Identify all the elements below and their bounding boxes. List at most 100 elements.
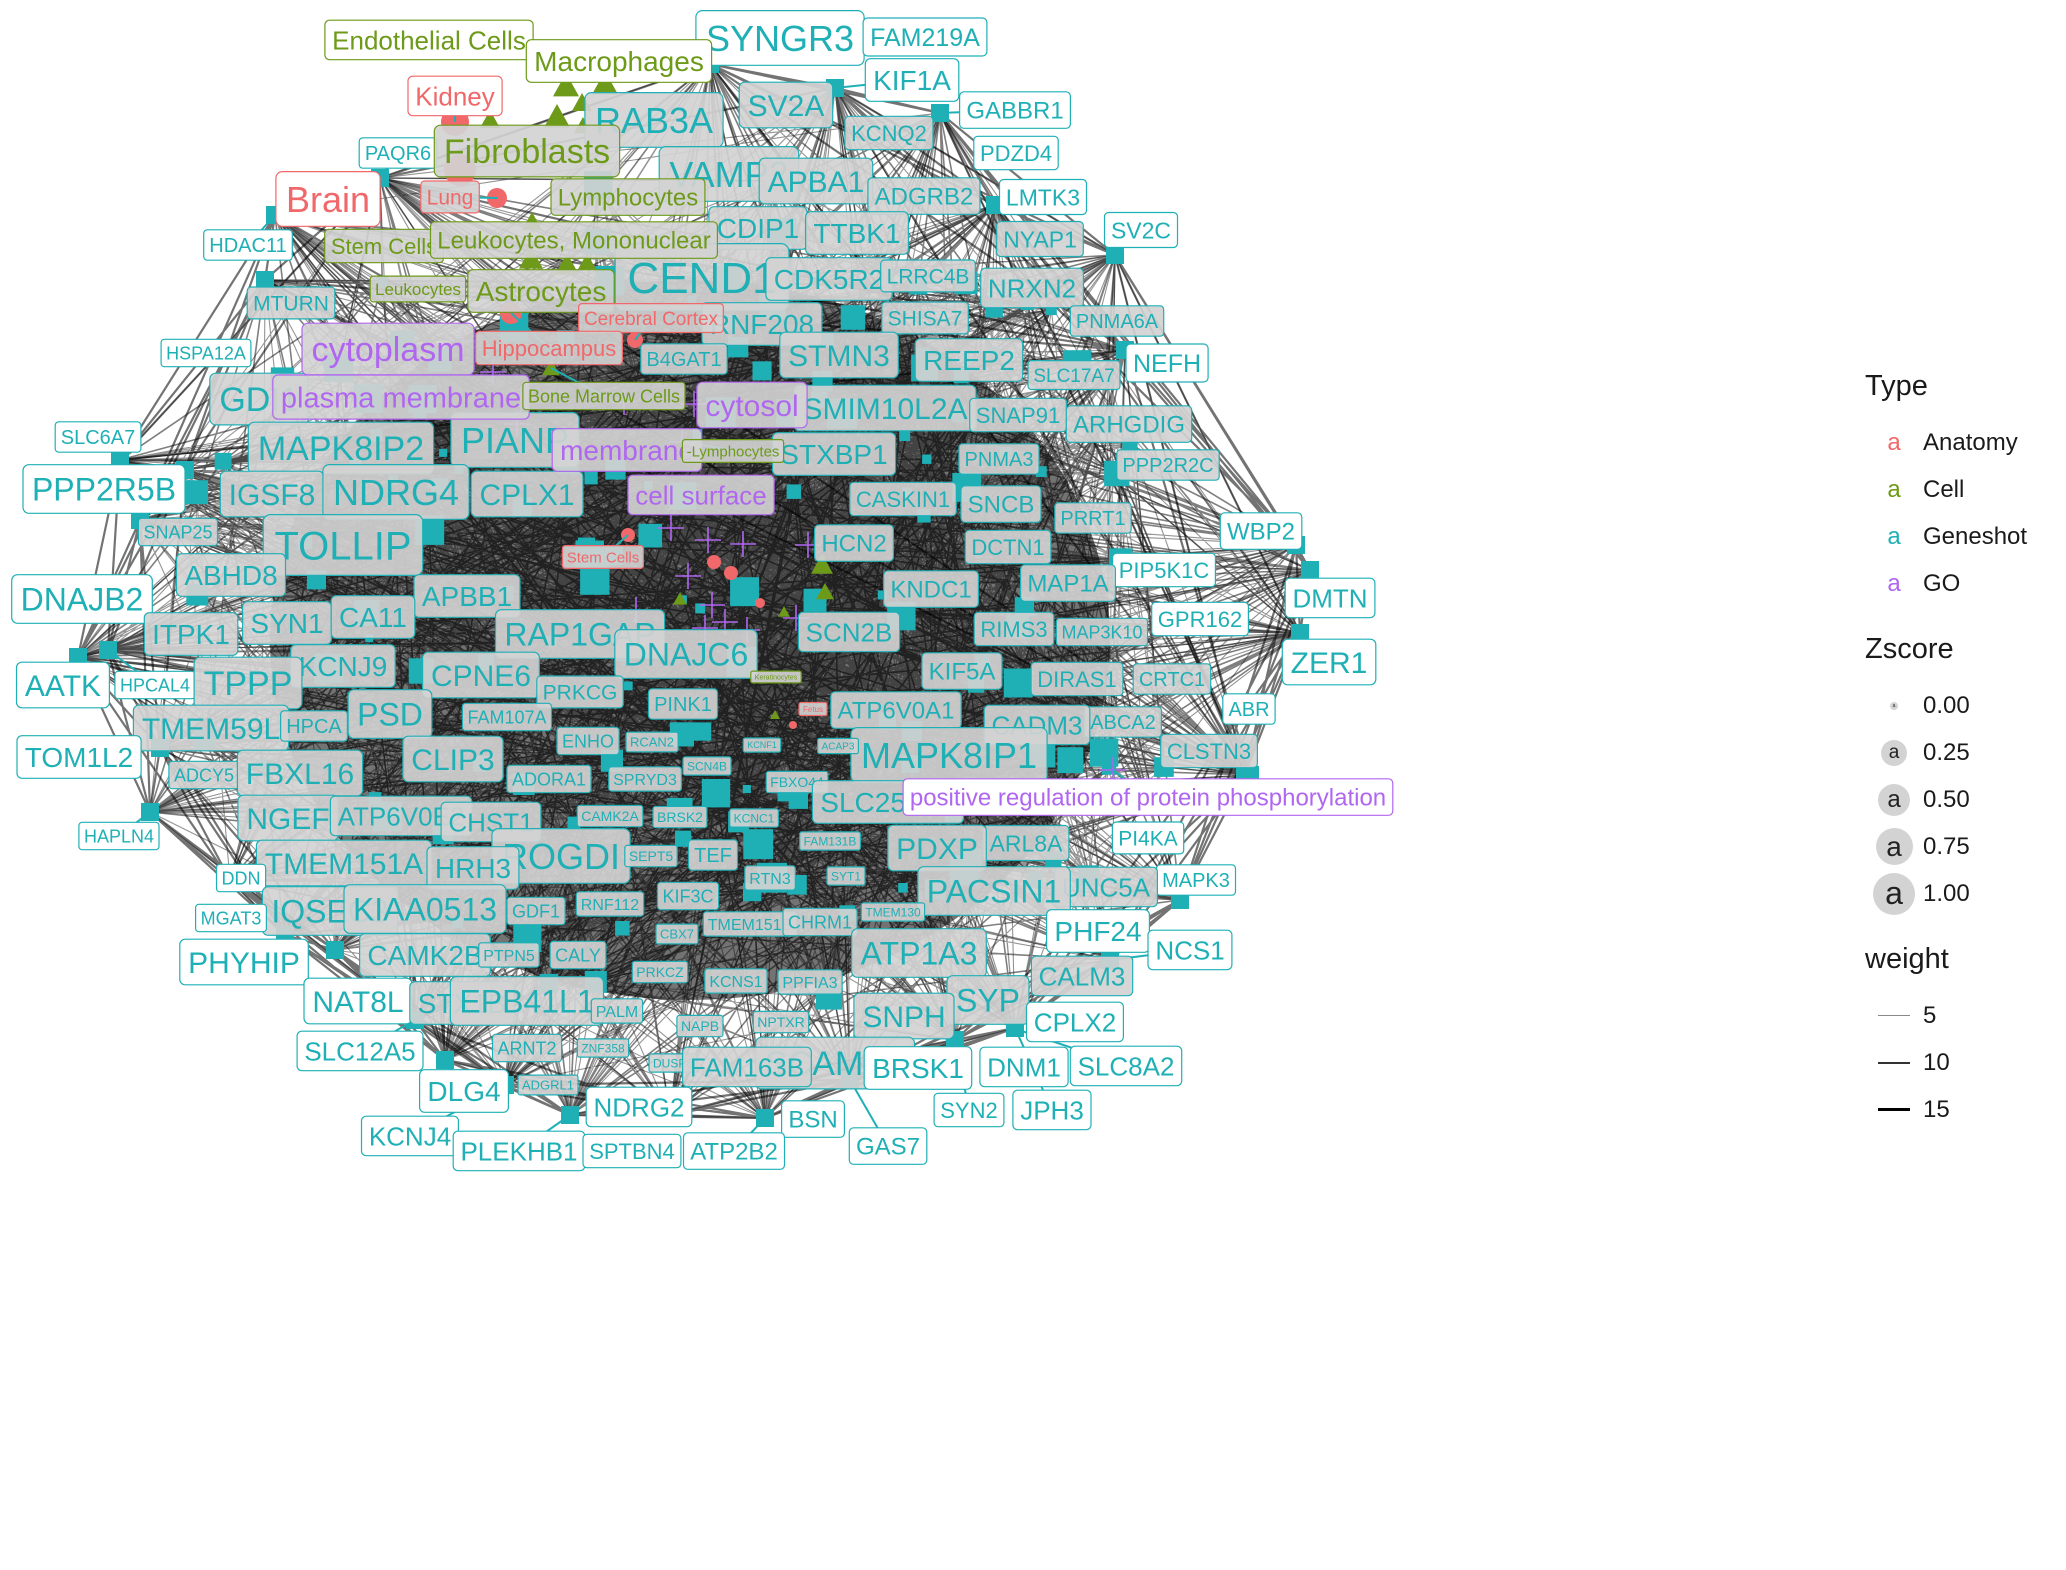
label-text: SPRYD3 — [613, 772, 677, 789]
geneshot-label-gabbr1: GABBR1 — [958, 91, 1071, 129]
label-text: SCN4B — [687, 759, 727, 773]
legend-type-anatomy: a Anatomy — [1865, 419, 2065, 466]
label-box — [933, 1092, 1005, 1128]
geneshot-label-phf24: PHF24 — [1045, 909, 1150, 953]
geneshot-node — [326, 941, 344, 959]
label-text: CA11 — [339, 602, 407, 633]
label-box — [860, 902, 926, 922]
geneshot-label-nefh: NEFH — [1125, 343, 1209, 383]
label-text: PHF24 — [1054, 916, 1141, 947]
label-text: B4GAT1 — [646, 349, 721, 371]
label-text: Hippocampus — [482, 336, 617, 361]
label-text: KCNC1 — [734, 811, 775, 825]
label-text: ABCA2 — [1090, 712, 1156, 734]
legend: Type a Anatomy a Cell a Geneshot a GO Zs… — [1865, 370, 2065, 1159]
label-text: MAP1A — [1027, 571, 1108, 598]
label-box — [744, 865, 796, 891]
cell-node — [544, 104, 570, 128]
geneshot-node — [638, 523, 663, 548]
label-text: FBXL16 — [246, 758, 354, 791]
label-box — [1116, 449, 1220, 481]
label-text: PALM — [596, 1004, 638, 1021]
legend-zscore-3: a 0.75 — [1865, 823, 2065, 870]
label-text: HPCAL4 — [120, 676, 190, 696]
anatomy-node — [755, 598, 765, 608]
geneshot-label-gdf1: GDF1 — [506, 896, 566, 926]
geneshot-label-gpr162: GPR162 — [1151, 601, 1249, 637]
geneshot-label-pink1: PINK1 — [647, 688, 719, 720]
label-box — [413, 574, 521, 618]
label-text: EPB41L1 — [459, 984, 594, 1020]
label-text: PRRT1 — [1060, 508, 1125, 530]
label-box — [863, 1046, 973, 1090]
label-text: CAMK2A — [581, 808, 639, 824]
geneshot-label-diras1: DIRAS1 — [1030, 661, 1124, 697]
geneshot-node — [439, 448, 448, 457]
label-box — [779, 331, 899, 379]
geneshot-label-dnajb2: DNAJB2 — [11, 574, 153, 624]
label-text: ATP2B2 — [690, 1139, 778, 1166]
legend-type: Type a Anatomy a Cell a Geneshot a GO — [1865, 370, 2065, 607]
label-text: PTPN5 — [483, 948, 535, 965]
label-text: PSD — [357, 697, 423, 733]
label-box — [22, 464, 186, 514]
label-text: Lymphocytes — [558, 185, 699, 212]
geneshot-label-stxbp1: STXBP1 — [771, 432, 897, 476]
legend-zscore-4-label: 1.00 — [1923, 879, 1970, 907]
geneshot-label-prrt1: PRRT1 — [1054, 502, 1132, 534]
label-text: SYP — [956, 983, 1020, 1019]
go-label-membrane: membrane — [551, 428, 703, 472]
cell-node — [770, 710, 780, 719]
label-text: PLEKHB1 — [460, 1136, 577, 1166]
cell-label-endothelial-cells: Endothelial Cells — [324, 19, 534, 61]
label-text: CALM3 — [1039, 961, 1126, 991]
label-text: HCN2 — [821, 531, 886, 558]
label-box — [1281, 638, 1377, 686]
label-text: SYN1 — [250, 608, 323, 639]
label-box — [704, 968, 768, 994]
label-text: CHRM1 — [788, 913, 852, 933]
legend-zscore-title: Zscore — [1865, 633, 1954, 665]
label-box — [1160, 733, 1258, 769]
label-box — [1012, 1089, 1092, 1131]
label-text: PHYHIP — [188, 947, 300, 980]
anatomy-node — [789, 721, 797, 729]
geneshot-label-mturn: MTURN — [246, 286, 336, 320]
label-text: MTURN — [253, 293, 329, 316]
label-text: Lung — [427, 187, 474, 210]
label-box — [850, 928, 987, 978]
geneshot-label-clstn3: CLSTN3 — [1160, 733, 1258, 769]
label-box — [1103, 211, 1179, 249]
label-text: Astrocytes — [476, 276, 607, 307]
legend-zscore-0-label: 0.00 — [1923, 691, 1970, 719]
label-text: PPFIA3 — [782, 975, 837, 992]
label-box — [777, 969, 843, 995]
label-text: APBA1 — [768, 166, 865, 199]
geneshot-label-pnma6a: PNMA6A — [1069, 305, 1165, 337]
geneshot-label-kcns1: KCNS1 — [704, 968, 768, 994]
cell-label-leukocytes-mononuclear: Leukocytes, Mononuclear — [429, 221, 718, 259]
geneshot-label-spryd3: SPRYD3 — [608, 766, 683, 792]
cell-node — [578, 253, 596, 270]
label-text: DIRAS1 — [1037, 667, 1116, 692]
label-box — [556, 726, 620, 756]
label-text: PINK1 — [654, 694, 712, 716]
geneshot-label-scn2b: SCN2B — [797, 611, 901, 653]
geneshot-label-slc12a5: SLC12A5 — [296, 1030, 424, 1072]
cell-label-leukocytes: Leukocytes — [369, 275, 467, 303]
label-box — [433, 124, 621, 178]
label-box — [506, 764, 592, 794]
label-box — [826, 866, 866, 886]
geneshot-label-hdac11: HDAC11 — [203, 229, 293, 261]
label-text: NAT8L — [312, 986, 403, 1019]
geneshot-label-camk2a: CAMK2A — [576, 804, 644, 828]
cell-node — [553, 73, 579, 97]
go-label-cytosol: cytosol — [696, 381, 808, 429]
label-box — [506, 896, 566, 926]
label-text: ADCY5 — [174, 766, 234, 786]
label-box — [682, 756, 732, 776]
geneshot-label-kndc1: KNDC1 — [882, 570, 979, 608]
label-text: ARL8A — [990, 830, 1064, 856]
geneshot-node — [786, 484, 802, 499]
label-text: KIF5A — [929, 659, 996, 686]
